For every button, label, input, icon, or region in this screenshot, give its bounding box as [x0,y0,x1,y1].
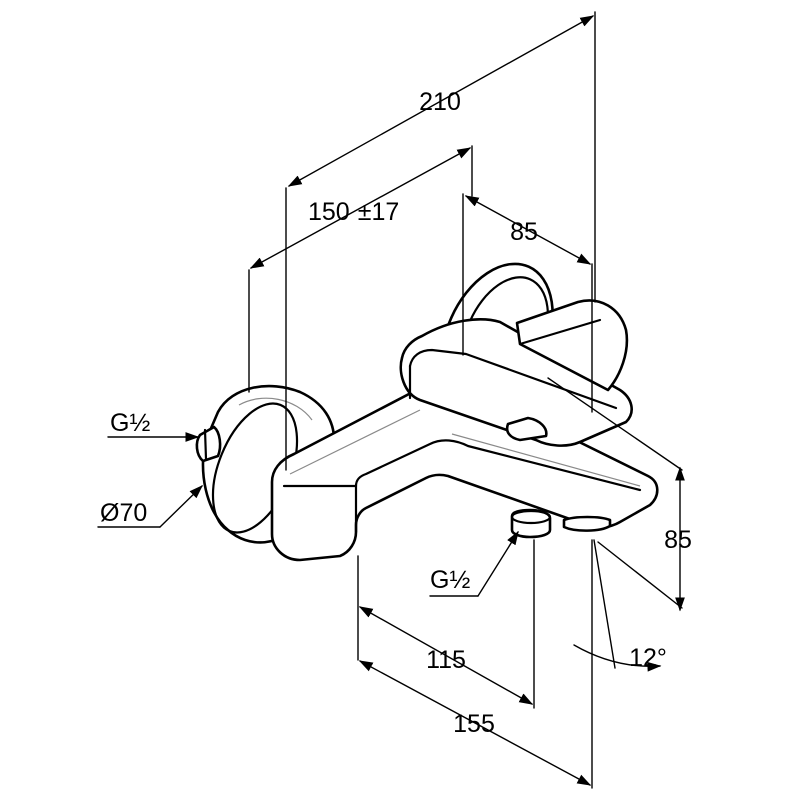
label-height: 85 [664,526,692,554]
leader-rosette-diameter [159,485,204,528]
label-spout-offset: 115 [426,646,466,674]
label-outlet-thread: G½ [430,566,470,594]
label-wall-to-outlet-tolerance: ±17 [358,198,400,226]
lever-handle [399,299,633,447]
mixer-body [270,376,659,562]
spout-outlet [510,508,612,539]
dimension-lines [97,11,685,789]
dimension-line-150 [249,147,472,269]
extension-line-85-right-top [547,377,683,471]
label-wall-to-outlet: 150 ±17 [308,198,399,226]
angle-line-12 [593,539,616,669]
inlet-nipple [195,425,222,463]
leader-outlet-thread [477,530,519,597]
dimension-line-85-top [464,195,592,265]
extension-line-85-right-bottom [597,541,683,609]
angle-arc-12 [573,644,662,672]
label-rosette-diameter: Ø70 [100,499,147,527]
label-wall-to-outlet-value: 150 [308,198,350,226]
label-spout-length: 155 [453,710,495,738]
label-overall-depth: 210 [419,88,461,116]
label-inlet-thread: G½ [110,409,150,437]
dimension-labels: 210 150 ±17 85 85 G½ Ø70 G½ 115 155 12° [100,88,692,738]
label-handle-depth: 85 [510,218,538,246]
faucet-body [195,262,659,562]
label-spout-angle: 12° [629,644,667,672]
dimension-line-155 [358,660,592,786]
